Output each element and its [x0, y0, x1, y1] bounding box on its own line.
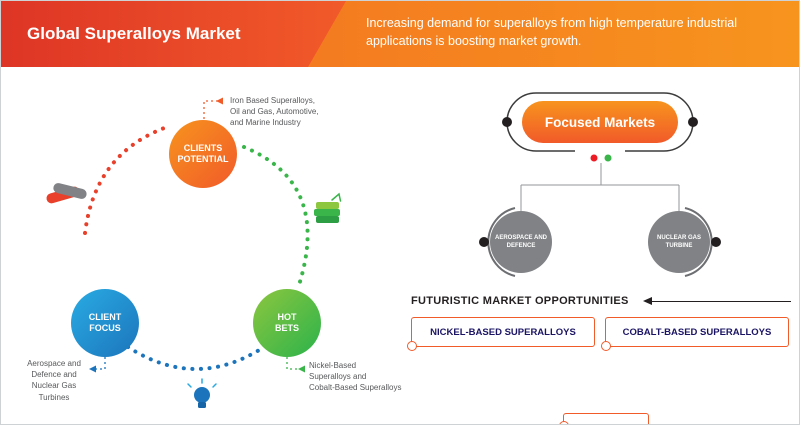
box-corner-dot [559, 421, 569, 424]
annotation-clients-potential: Iron Based Superalloys, Oil and Gas, Aut… [230, 96, 319, 128]
cycle-arc-blue [126, 345, 266, 371]
node-hot-bets: HOT BETS [253, 289, 321, 357]
frame-dot-left [502, 117, 512, 127]
annotation-arrow-right [298, 365, 305, 373]
ring-dot-left [479, 237, 489, 247]
node-client-focus: CLIENT FOCUS [71, 289, 139, 357]
annotation-hot-bets: Nickel-Based Superalloys and Cobalt-Base… [309, 361, 402, 393]
opportunities-arrow-icon [643, 297, 652, 305]
opportunity-label-nickel: NICKEL-BASED SUPERALLOYS [430, 326, 576, 338]
opportunities-line [652, 301, 791, 302]
header-subtitle: Increasing demand for superalloys from h… [366, 16, 738, 49]
annotation-arrow-top [216, 97, 223, 105]
frame-dot-red [590, 154, 598, 162]
node-nuclear-gas-turbine: NUCLEAR GAS TURBINE [648, 211, 710, 273]
annotation-client-focus: Aerospace and Defence and Nuclear Gas Tu… [27, 359, 81, 402]
opportunity-box-cobalt: COBALT-BASED SUPERALLOYS [601, 317, 789, 351]
ring-dot-right [711, 237, 721, 247]
focused-markets-pill: Focused Markets [522, 101, 678, 143]
header-banner: Global Superalloys Market Increasing dem… [1, 1, 799, 67]
page-title: Global Superalloys Market [27, 24, 241, 43]
cropped-bottom-box [559, 413, 649, 424]
box-corner-dot [601, 341, 611, 351]
header-title-panel: Global Superalloys Market [1, 1, 346, 67]
opportunity-label-cobalt: COBALT-BASED SUPERALLOYS [622, 326, 772, 338]
money-growth-icon [314, 192, 342, 223]
node-aerospace-defence: AEROSPACE AND DEFENCE [490, 211, 552, 273]
opportunity-box-nickel: NICKEL-BASED SUPERALLOYS [407, 317, 595, 351]
lightbulb-icon [187, 378, 217, 408]
node-clients-potential: CLIENTS POTENTIAL [169, 120, 237, 188]
handshake-icon [46, 183, 87, 204]
cycle-arc-green [242, 145, 310, 287]
cycle-arc-red [83, 125, 169, 235]
tree-connectors [520, 163, 680, 213]
opportunities-title: FUTURISTIC MARKET OPPORTUNITIES [411, 295, 629, 307]
frame-dot-green [604, 154, 612, 162]
box-corner-dot [407, 341, 417, 351]
frame-dot-right [688, 117, 698, 127]
